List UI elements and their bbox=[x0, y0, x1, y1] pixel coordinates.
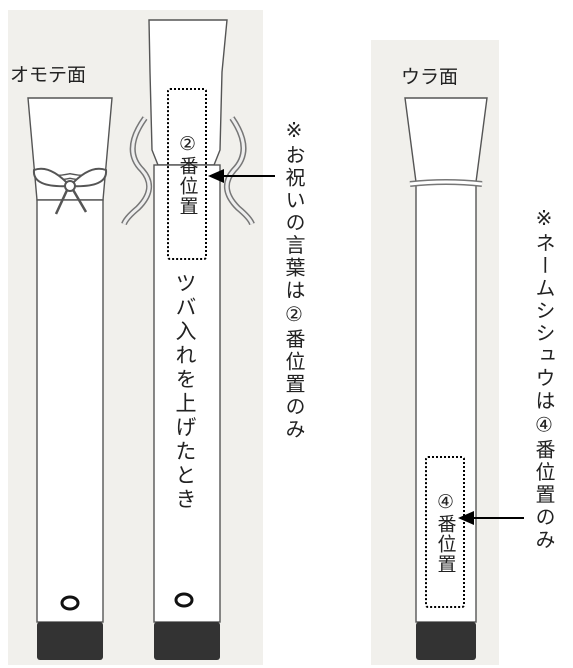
front-bag-raised bbox=[121, 19, 255, 660]
bow-knot-icon bbox=[32, 167, 108, 215]
back-label: ウラ面 bbox=[401, 66, 459, 88]
front-label: オモテ面 bbox=[10, 64, 87, 86]
front-bag bbox=[27, 97, 113, 660]
arrow-left-icon bbox=[458, 511, 524, 525]
position-4-box: ④番位置 bbox=[425, 456, 465, 608]
arrow-left-icon bbox=[208, 169, 275, 183]
raised-caption: ツバ入れを上げたとき bbox=[173, 272, 197, 512]
front-note: ※お祝いの言葉は②番位置のみ bbox=[282, 118, 306, 441]
position-2-box: ②番位置 bbox=[167, 88, 207, 260]
back-note: ※ネームシシュウは④番位置のみ bbox=[532, 206, 556, 552]
